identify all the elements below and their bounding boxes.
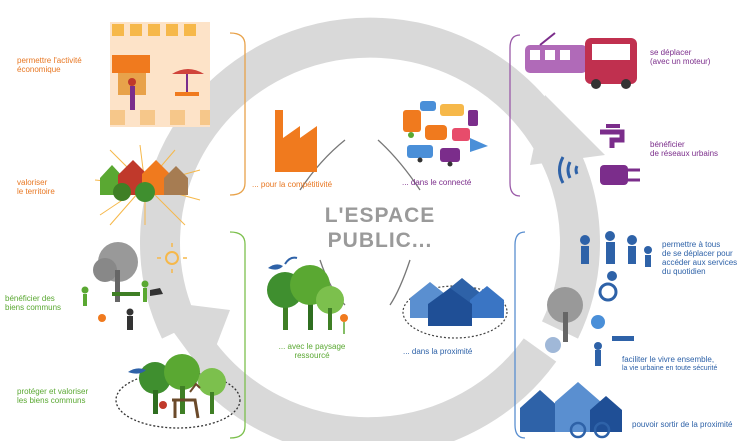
label-reseaux-l1: bénéficier [650,140,685,149]
factory-icon [275,110,317,172]
label-se-deplacer-l2: (avec un moteur) [650,57,711,66]
label-beneficier-biens: bénéficier des biens communs [5,294,61,312]
hub-label-competitivite: ... pour la compétitivité [252,180,333,189]
tram-bus-icon [525,32,637,89]
label-vivre-l1: faciliter le vivre ensemble, [622,355,715,364]
label-vivre-l2: la vie urbaine en toute sécurité [622,365,718,372]
bracket-green [229,231,246,439]
label-proteger-l1: protéger et valoriser [17,387,89,396]
connector-lines [299,139,421,306]
market-icon [110,22,210,127]
label-activite-l2: économique [17,65,61,74]
center-title-line2: PUBLIC... [327,229,433,252]
label-permettre-l1: permettre à tous [662,240,721,249]
label-permettre-l2: de se déplacer pour [662,249,733,258]
bracket-orange [229,32,246,196]
protect-commons-icon [128,354,226,419]
label-se-deplacer-l1: se déplacer [650,48,692,57]
label-vivre-ensemble: faciliter le vivre ensemble, la vie urba… [622,355,717,373]
bracket-blue [514,231,526,439]
hub-label-connecte: ... dans le connecté [402,178,472,187]
arrowhead-left [150,300,230,375]
label-activite-l1: permettre l'activité [17,56,82,65]
label-permettre-l3: accéder aux services [662,258,738,267]
hub-label-paysage-l1: ... avec le paysage [278,342,346,351]
hub-label-paysage-l2: ressourcé [294,351,330,360]
common-goods-icon [81,242,187,330]
label-beneficier-biens-l1: bénéficier des [5,294,55,303]
arrowhead-right [530,95,605,165]
center-title: L'ESPACE PUBLIC... [300,203,460,253]
houses-icon [410,278,504,326]
label-reseaux-urbains: bénéficier de réseaux urbains [650,140,718,158]
label-beneficier-biens-l2: biens communs [5,303,62,312]
label-valoriser-l2: le territoire [17,187,55,196]
label-permettre-tous: permettre à tous de se déplacer pour acc… [662,240,737,276]
bracket-purple [509,34,521,197]
label-reseaux-l2: de réseaux urbains [650,149,719,158]
label-proteger-l2: les biens communs [17,396,86,405]
label-sortir-proximite: pouvoir sortir de la proximité [632,420,733,429]
label-activite-economique: permettre l'activité économique [17,56,82,74]
center-title-line1: L'ESPACE [324,204,436,227]
living-together-icon [545,287,634,366]
label-valoriser-territoire: valoriser le territoire [17,178,55,196]
circular-arrow [140,17,600,339]
hub-label-paysage: ... avec le paysage ressourcé [272,342,352,360]
label-valoriser-l1: valoriser [17,178,48,187]
transport-icons [403,101,488,167]
label-permettre-l4: du quotidien [662,267,706,276]
label-se-deplacer: se déplacer (avec un moteur) [650,48,710,66]
commons-ellipse [115,371,241,429]
circular-arrow-lower [184,338,557,441]
label-proteger-biens: protéger et valoriser les biens communs [17,387,88,405]
networks-icon [558,124,640,185]
leave-proximity-icon [520,382,622,439]
territory-icon [94,144,201,226]
mobility-people-icon [580,231,652,302]
trees-icon [267,256,348,334]
hub-label-proximite: ... dans la proximité [403,347,473,356]
